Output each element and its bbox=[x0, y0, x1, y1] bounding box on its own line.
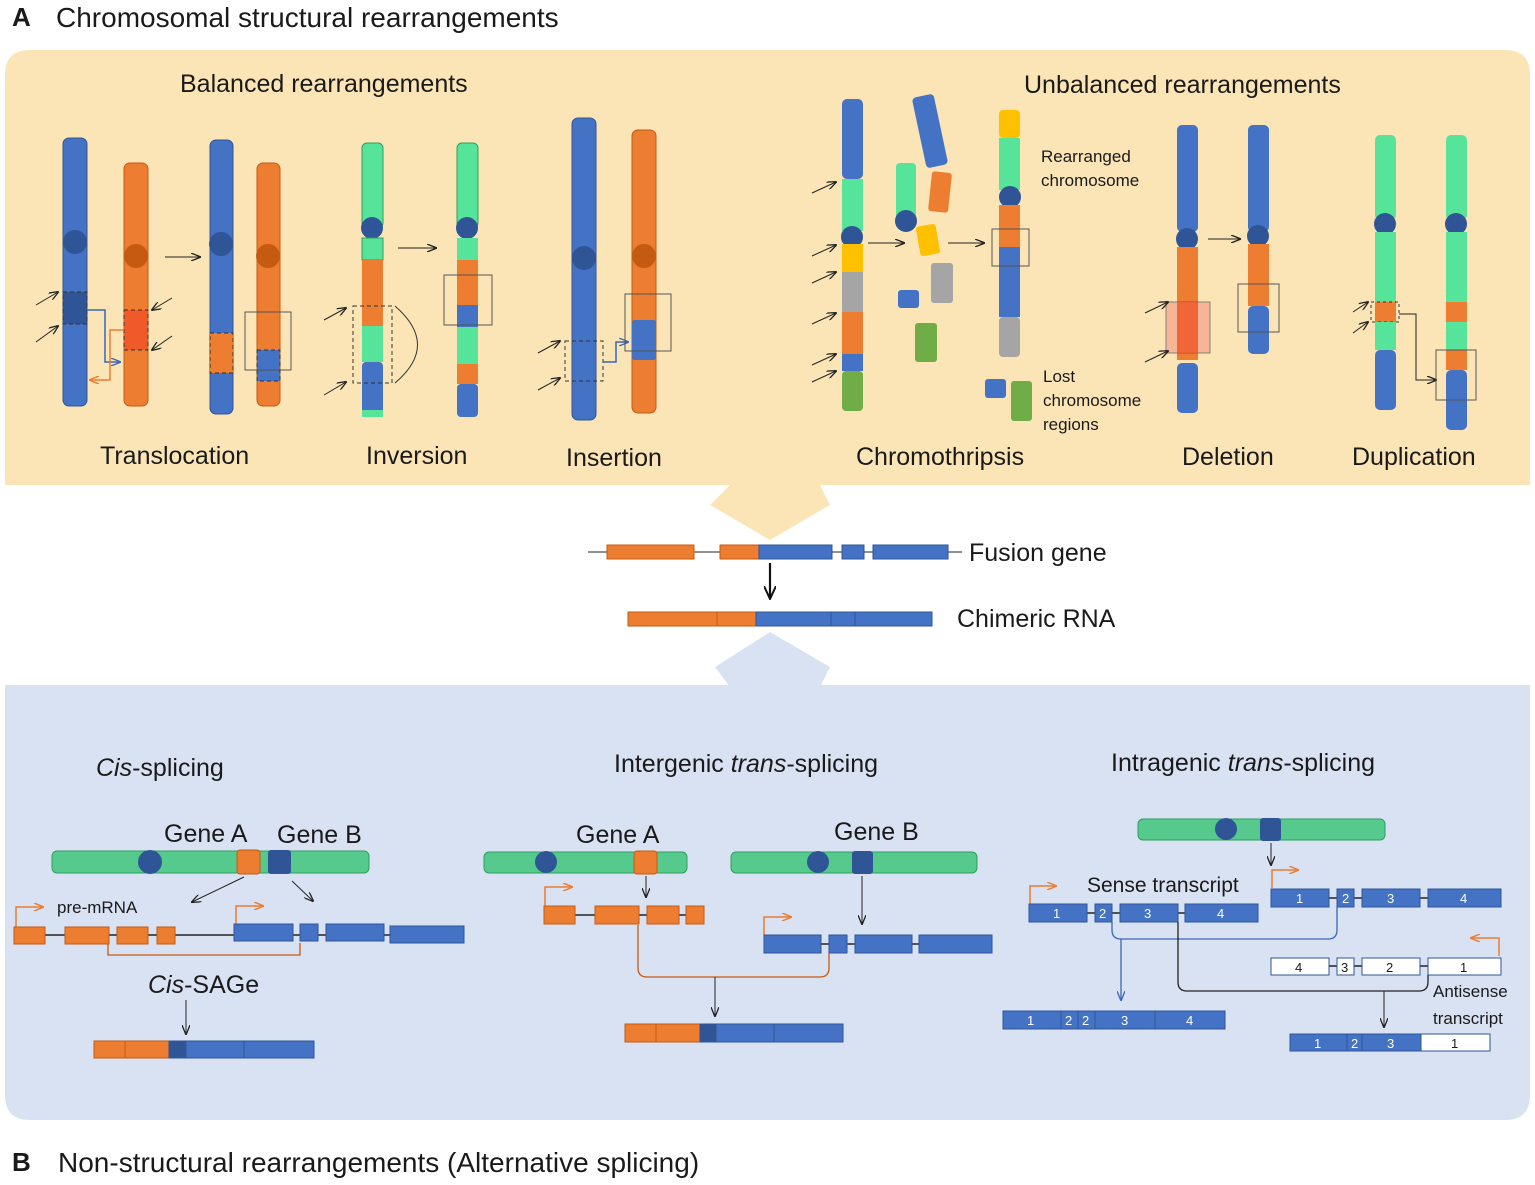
inversion-diagram bbox=[323, 142, 493, 417]
intergenic-gene-b-transcript bbox=[637, 917, 993, 978]
antisense-label-line1: Antisense bbox=[1433, 982, 1508, 1001]
insertion-diagram bbox=[537, 117, 672, 421]
svg-text:2: 2 bbox=[1065, 1013, 1072, 1028]
unbalanced-title: Unbalanced rearrangements bbox=[1024, 71, 1341, 99]
cis-splicing-title: Cis-splicing bbox=[96, 754, 224, 782]
lost-label-line2: chromosome bbox=[1043, 391, 1141, 410]
antisense-transcript: 4 3 2 1 bbox=[1270, 938, 1502, 976]
cis-sage-label: Cis-SAGe bbox=[148, 971, 259, 999]
intergenic-gene-a-label: Gene A bbox=[576, 821, 660, 849]
inversion-label: Inversion bbox=[366, 442, 467, 470]
sense-transcript-right: 1 2 3 4 bbox=[1270, 870, 1502, 908]
cis-gene-a-label: Gene A bbox=[164, 820, 248, 848]
chromothripsis-diagram bbox=[811, 94, 1032, 421]
chimeric-rna-label: Chimeric RNA bbox=[957, 605, 1116, 633]
cis-chromosome bbox=[51, 849, 370, 875]
duplication-diagram bbox=[1352, 135, 1477, 430]
svg-text:1: 1 bbox=[1451, 1036, 1458, 1051]
svg-text:1: 1 bbox=[1296, 891, 1303, 906]
svg-text:1: 1 bbox=[1460, 960, 1467, 975]
svg-text:2: 2 bbox=[1351, 1036, 1358, 1051]
intragenic-product-antisense: 1 2 3 1 bbox=[1289, 1033, 1491, 1052]
deletion-diagram bbox=[1144, 125, 1280, 413]
intergenic-chromosomes bbox=[483, 850, 978, 875]
intragenic-title: Intragenic trans-splicing bbox=[1111, 749, 1375, 777]
svg-text:4: 4 bbox=[1217, 906, 1224, 921]
svg-text:3: 3 bbox=[1387, 1036, 1394, 1051]
lost-label-line3: regions bbox=[1043, 415, 1099, 434]
balanced-title: Balanced rearrangements bbox=[180, 70, 468, 98]
panel-a-title: Chromosomal structural rearrangements bbox=[56, 2, 559, 33]
svg-text:3: 3 bbox=[1387, 891, 1394, 906]
fusion-gene-label: Fusion gene bbox=[969, 539, 1107, 567]
panel-a-background bbox=[5, 50, 1530, 540]
fusion-gene-track bbox=[588, 544, 962, 560]
deletion-label: Deletion bbox=[1182, 443, 1274, 471]
sense-transcript-left: 1 2 3 4 bbox=[1028, 886, 1259, 923]
intergenic-title: Intergenic trans-splicing bbox=[614, 750, 878, 778]
duplication-label: Duplication bbox=[1352, 443, 1476, 471]
chromothripsis-label: Chromothripsis bbox=[856, 443, 1024, 471]
sense-transcript-label: Sense transcript bbox=[1087, 874, 1239, 897]
panel-b-letter: B bbox=[12, 1147, 31, 1177]
svg-text:1: 1 bbox=[1027, 1013, 1034, 1028]
intragenic-chromosome bbox=[1137, 818, 1386, 841]
svg-text:2: 2 bbox=[1082, 1013, 1089, 1028]
cis-gene-b-label: Gene B bbox=[277, 821, 362, 849]
intergenic-gene-b-label: Gene B bbox=[834, 818, 919, 846]
lost-label-line1: Lost bbox=[1043, 367, 1075, 386]
chimeric-rna-track bbox=[627, 611, 933, 627]
antisense-label-line2: transcript bbox=[1433, 1009, 1503, 1028]
panel-b-title: Non-structural rearrangements (Alternati… bbox=[58, 1147, 699, 1178]
rearranged-label-line2: chromosome bbox=[1041, 171, 1139, 190]
svg-text:2: 2 bbox=[1342, 891, 1349, 906]
svg-text:1: 1 bbox=[1053, 906, 1060, 921]
cis-pre-mrna-track bbox=[13, 906, 465, 956]
intergenic-gene-a-transcript bbox=[543, 887, 705, 925]
insertion-label: Insertion bbox=[566, 444, 662, 472]
svg-text:1: 1 bbox=[1314, 1036, 1321, 1051]
svg-text:2: 2 bbox=[1386, 960, 1393, 975]
svg-text:3: 3 bbox=[1144, 906, 1151, 921]
svg-text:4: 4 bbox=[1295, 960, 1302, 975]
svg-text:3: 3 bbox=[1121, 1013, 1128, 1028]
cis-sage-product bbox=[93, 1040, 315, 1059]
svg-text:4: 4 bbox=[1186, 1013, 1193, 1028]
svg-text:3: 3 bbox=[1341, 960, 1348, 975]
svg-text:2: 2 bbox=[1099, 906, 1106, 921]
svg-text:4: 4 bbox=[1460, 891, 1467, 906]
intragenic-product-sense: 1 2 2 3 4 bbox=[1002, 1010, 1226, 1030]
panel-a-letter: A bbox=[12, 2, 31, 32]
pre-mrna-label: pre-mRNA bbox=[57, 898, 138, 917]
translocation-diagram bbox=[35, 137, 292, 415]
translocation-label: Translocation bbox=[100, 442, 249, 470]
intergenic-product bbox=[624, 1023, 844, 1043]
rearranged-label-line1: Rearranged bbox=[1041, 147, 1131, 166]
